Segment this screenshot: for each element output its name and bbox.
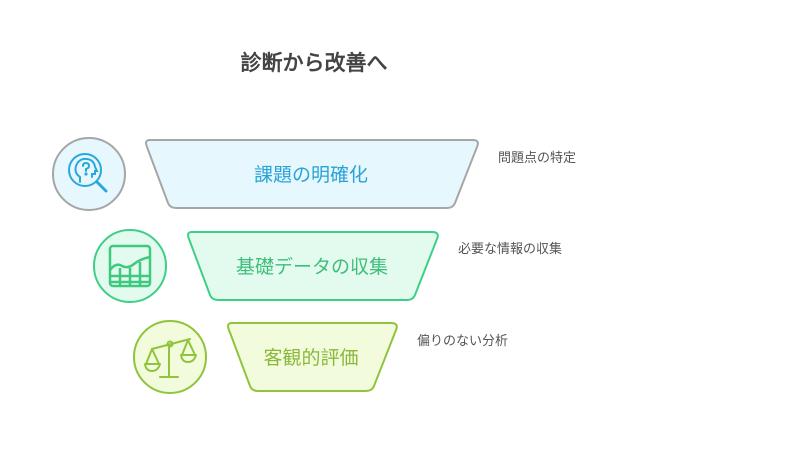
chart-grid-icon	[108, 244, 152, 288]
stage-1-funnel-band	[145, 139, 479, 209]
stage-1: 課題の明確化 問題点の特定	[52, 137, 576, 211]
diagram-title: 診断から改善へ	[241, 51, 388, 75]
stage-3-funnel-band	[227, 322, 398, 392]
balance-scale-icon	[144, 338, 197, 378]
stage-1-note: 問題点の特定	[498, 151, 576, 166]
stage-2: 基礎データの収集 必要な情報の収集	[93, 229, 562, 303]
stage-3-note: 偏りのない分析	[417, 334, 508, 349]
stage-2-label: 基礎データの収集	[236, 256, 388, 278]
head-question-magnifier-icon	[68, 153, 108, 193]
stage-2-note: 必要な情報の収集	[458, 241, 562, 257]
stage-1-icon-circle	[52, 137, 126, 211]
stage-3: 客観的評価 偏りのない分析	[133, 320, 508, 394]
stage-3-label: 客観的評価	[263, 347, 358, 369]
stage-2-funnel-band	[187, 231, 439, 301]
stage-1-label: 課題の明確化	[254, 164, 368, 186]
